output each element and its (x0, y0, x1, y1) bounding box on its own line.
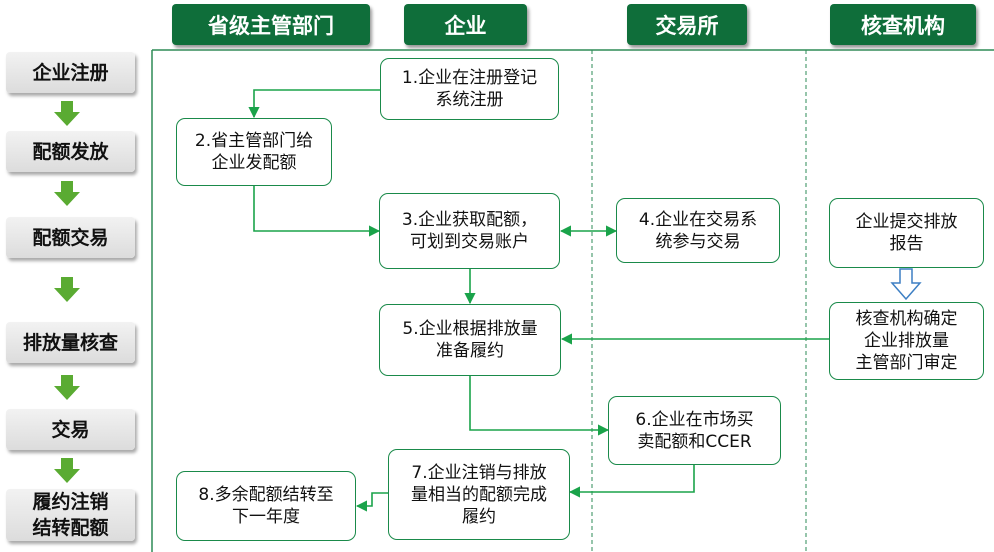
step-8-box: 8.多余配额结转至 下一年度 (176, 471, 356, 541)
down-arrow-hollow (890, 268, 922, 301)
arrow-2-to-3 (253, 186, 381, 237)
stage-trading: 交易 (6, 409, 135, 450)
stage-arrow-1 (54, 101, 80, 126)
step-7-box: 7.企业注销与排放 量相当的配额完成 履约 (388, 449, 570, 540)
step-3-box: 3.企业获取配额， 可划到交易账户 (379, 193, 560, 269)
stage-arrow-5 (54, 458, 80, 483)
step-4-box: 4.企业在交易系 统参与交易 (616, 198, 780, 263)
stage-compliance: 履约注销 结转配额 (6, 489, 135, 541)
step-6-box: 6.企业在市场买 卖配额和CCER (608, 396, 781, 465)
stage-registration: 企业注册 (6, 52, 135, 93)
verifier-report-box: 企业提交排放 报告 (829, 198, 984, 268)
arrow-5-to-6 (469, 376, 610, 436)
lane-header-verifier: 核查机构 (830, 4, 976, 45)
step-5-box: 5.企业根据排放量 准备履约 (379, 304, 561, 376)
arrow-6-to-7 (568, 465, 695, 498)
stage-arrow-3 (54, 277, 80, 302)
lane-header-enterprise: 企业 (404, 4, 527, 45)
arrow-7-to-8 (355, 492, 388, 512)
stage-quota-trading: 配额交易 (6, 217, 135, 258)
arrow-1-to-2 (248, 89, 380, 119)
stage-verification: 排放量核查 (6, 322, 135, 363)
step-2-box: 2.省主管部门给 企业发配额 (176, 118, 332, 186)
step-1-box: 1.企业在注册登记 系统注册 (380, 58, 559, 120)
stage-arrow-4 (54, 375, 80, 400)
stage-allocation: 配额发放 (6, 131, 135, 172)
verifier-confirm-box: 核查机构确定 企业排放量 主管部门审定 (829, 302, 984, 380)
lane-header-provincial: 省级主管部门 (172, 4, 370, 45)
stage-arrow-2 (54, 181, 80, 206)
lane-header-exchange: 交易所 (627, 4, 747, 45)
